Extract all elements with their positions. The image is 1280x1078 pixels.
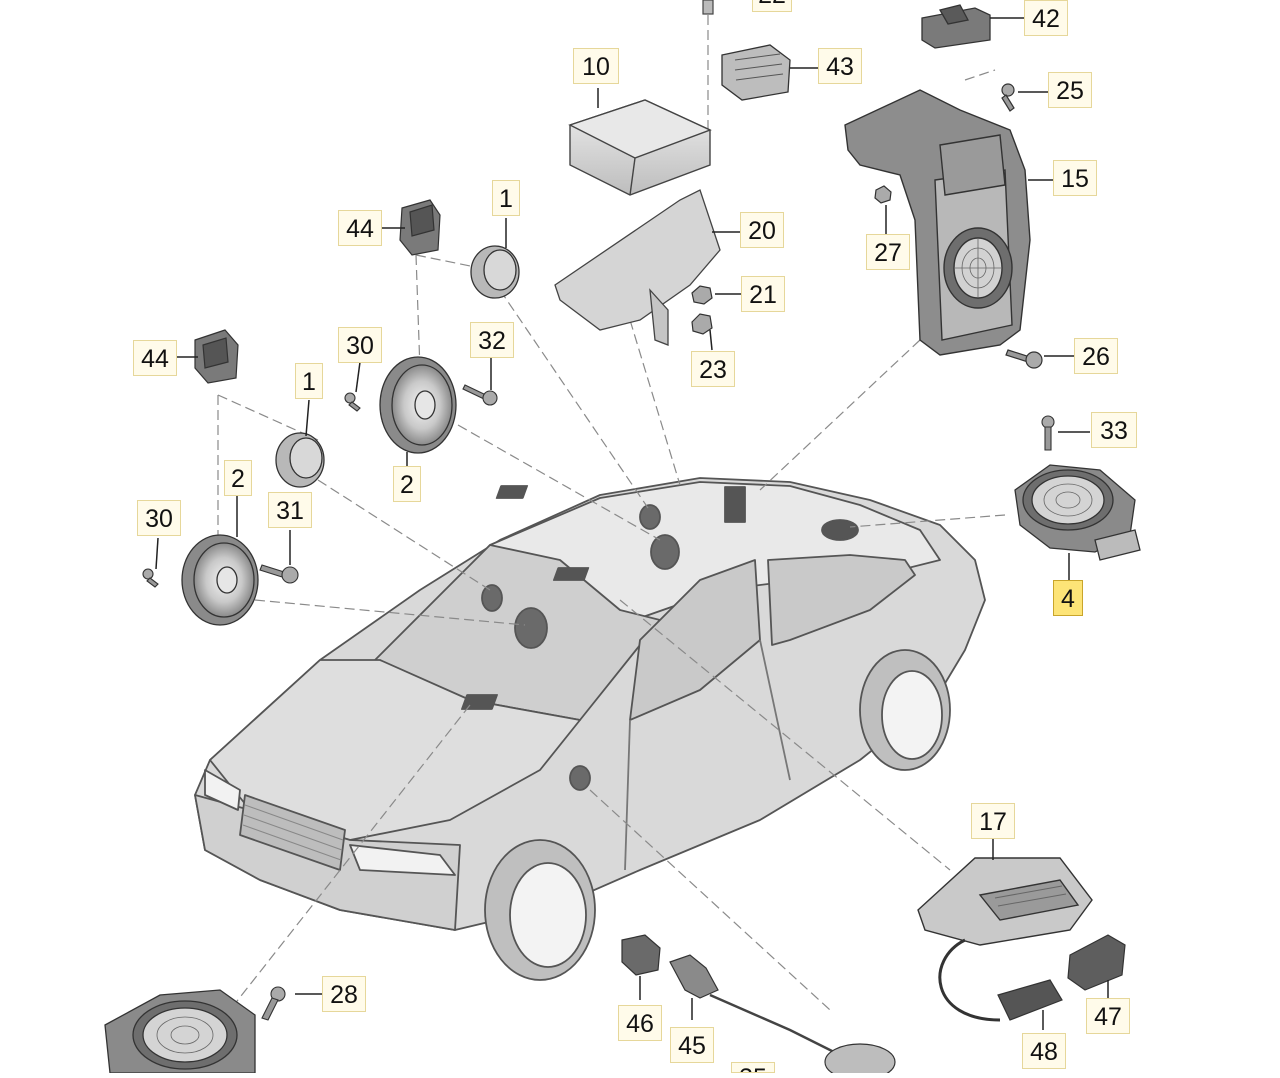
callout-23: 23 [691, 351, 735, 387]
part-45-plug [669, 954, 719, 999]
callout-26: 26 [1074, 338, 1118, 374]
part-35-disc [824, 1043, 896, 1078]
part-1-tweeter-lower [275, 432, 325, 488]
callout-leaders [155, 17, 1109, 1030]
part-44-connector-lower [194, 329, 239, 384]
callout-33: 33 [1091, 412, 1137, 448]
part-32-screw [462, 384, 498, 406]
part-48-cable [938, 938, 1001, 1022]
callout-44-lower: 44 [133, 340, 177, 376]
callout-30-lower: 30 [137, 500, 181, 536]
part-46-plug [621, 934, 661, 976]
part-20-bracket [554, 189, 721, 346]
part-30-screw-upper [344, 392, 361, 412]
callout-47: 47 [1086, 998, 1130, 1034]
callout-17: 17 [971, 803, 1015, 839]
part-27-nut [874, 185, 892, 204]
callout-22: 22 [752, 0, 792, 12]
callout-48: 48 [1022, 1033, 1066, 1069]
part-43-connector [721, 44, 791, 101]
callout-32: 32 [470, 322, 514, 358]
screw-22 [702, 0, 714, 15]
callout-21: 21 [741, 276, 785, 312]
part-45-cable [709, 993, 851, 1062]
callout-27: 27 [866, 234, 910, 270]
part-1-tweeter-upper [470, 245, 520, 299]
callout-43: 43 [818, 48, 862, 84]
callout-28: 28 [322, 976, 366, 1012]
part-44-connector-upper [399, 199, 441, 256]
part-42-connector [921, 4, 991, 49]
callout-2-lower: 2 [224, 460, 252, 496]
callout-42: 42 [1024, 0, 1068, 36]
callout-15: 15 [1053, 160, 1097, 196]
callout-1-upper: 1 [492, 180, 520, 216]
callout-30-upper: 30 [338, 327, 382, 363]
part-15-subwoofer-enclosure [844, 89, 1031, 356]
part-48-plug [997, 979, 1063, 1021]
callout-20: 20 [740, 212, 784, 248]
part-2-speaker-upper [379, 356, 457, 454]
part-23-nut [691, 313, 713, 335]
part-25-screw [1001, 83, 1015, 112]
callout-31: 31 [268, 492, 312, 528]
part-10-control-unit [568, 99, 712, 196]
part-30-screw-lower [142, 568, 159, 588]
callout-4-highlighted[interactable]: 4 [1053, 580, 1083, 616]
part-4-speaker [1014, 464, 1141, 561]
part-28-screw [261, 986, 286, 1021]
callout-45: 45 [670, 1027, 714, 1063]
part-47-plug [1067, 934, 1126, 991]
callout-46: 46 [618, 1005, 662, 1041]
callout-1-lower: 1 [295, 363, 323, 399]
rear-speaker-lower-left [104, 989, 256, 1074]
part-21-nut [691, 285, 713, 305]
callout-10: 10 [573, 48, 619, 84]
car-body [194, 477, 986, 981]
part-17-module [917, 857, 1093, 946]
callout-35-cropped: 35 [731, 1062, 775, 1073]
callout-2-upper: 2 [393, 466, 421, 502]
callout-25: 25 [1048, 72, 1092, 108]
callout-44-upper: 44 [338, 210, 382, 246]
part-33-screw [1041, 415, 1055, 451]
part-31-screw [259, 564, 299, 584]
part-26-screw [1005, 349, 1043, 369]
part-2-speaker-lower [181, 534, 259, 626]
